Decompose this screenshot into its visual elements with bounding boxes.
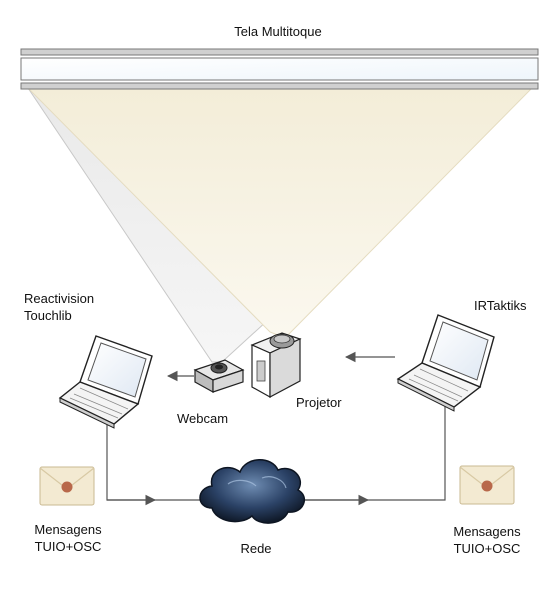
tracker-left-label: Reactivision Touchlib (24, 290, 94, 324)
message-right-line1: Mensagens (453, 524, 521, 539)
network-label: Rede (240, 541, 272, 556)
tracker-left-line2: Touchlib (24, 308, 72, 323)
multitouch-screen (20, 48, 539, 90)
projector-label: Projetor (296, 395, 342, 410)
webcam-label: Webcam (177, 411, 229, 426)
connection-lines (106, 351, 446, 506)
message-left-line2: TUIO+OSC (34, 539, 102, 554)
envelope-left-icon (39, 466, 95, 506)
tracker-right-label: IRTaktiks (474, 298, 527, 313)
projector-beam (26, 87, 534, 339)
message-right-line2: TUIO+OSC (453, 541, 521, 556)
webcam-icon (193, 359, 245, 394)
message-right-label: Mensagens TUIO+OSC (439, 523, 535, 557)
tracker-left-line1: Reactivision (24, 291, 95, 306)
network-cloud-icon (199, 459, 306, 524)
envelope-right-icon (459, 465, 515, 505)
laptop-left-icon (58, 335, 153, 429)
line-network-to-right-laptop (300, 405, 446, 501)
screen-title: Tela Multitoque (234, 24, 322, 39)
projector-icon (250, 332, 302, 399)
line-left-laptop-to-network (106, 425, 205, 501)
message-left-line1: Mensagens (34, 522, 102, 537)
laptop-right-icon (396, 314, 495, 412)
message-left-label: Mensagens TUIO+OSC (20, 521, 116, 555)
